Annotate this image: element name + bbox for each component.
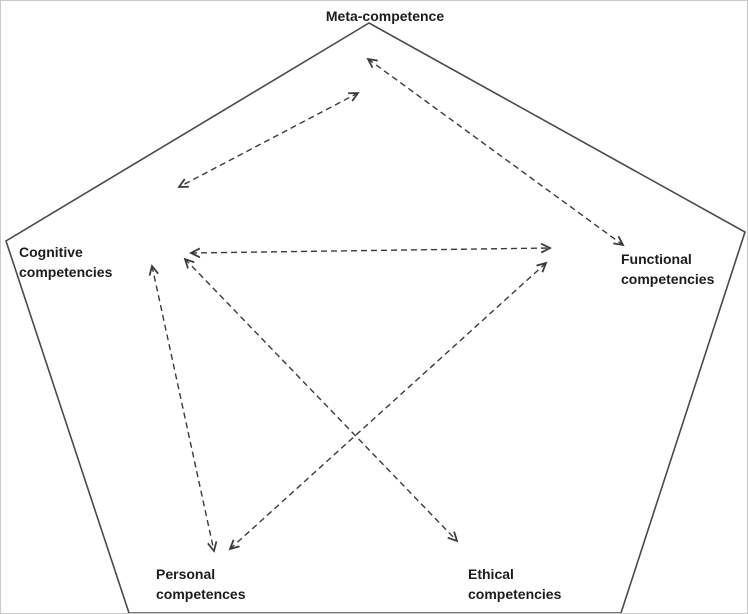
node-label-cognitive-competencies: Cognitive competencies	[19, 244, 113, 281]
node-label-personal-competences: Personal competences	[156, 566, 246, 603]
edge-meta-cognitive	[179, 93, 358, 187]
edge-meta-functional	[368, 59, 623, 245]
edge-cognitive-functional	[191, 248, 550, 253]
node-label-functional-competencies: Functional competencies	[621, 251, 715, 288]
edge-cognitive-personal	[152, 266, 214, 551]
pentagon-outline	[5, 22, 746, 613]
edge-personal-functional	[230, 263, 546, 549]
node-label-ethical-competencies: Ethical competencies	[468, 566, 562, 603]
edge-cognitive-ethical	[185, 259, 457, 541]
node-label-meta-competence: Meta-competence	[325, 8, 445, 24]
